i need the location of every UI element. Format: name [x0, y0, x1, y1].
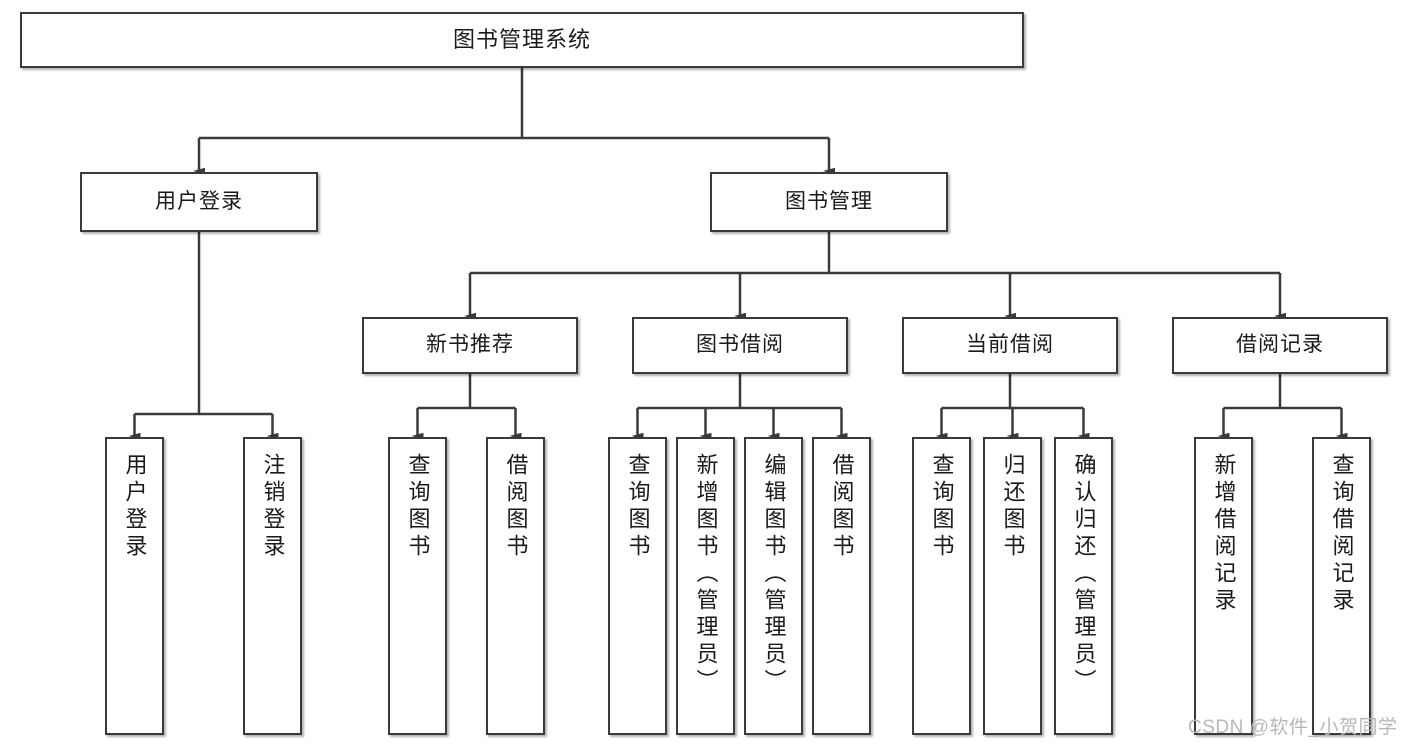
node-label: 编辑图书（管理员）	[761, 453, 787, 696]
node-label: 查询图书	[625, 453, 651, 561]
node-book-management[interactable]: 图书管理	[710, 172, 948, 232]
node-label: 借阅记录	[1236, 333, 1324, 357]
node-label: 图书借阅	[696, 333, 784, 357]
node-label: 图书管理	[785, 189, 873, 213]
node-leaf-borrow-book-1[interactable]: 借阅图书	[486, 437, 545, 735]
node-leaf-confirm-return-admin[interactable]: 确认归还（管理员）	[1054, 437, 1113, 735]
node-label: 查询图书	[929, 453, 955, 561]
node-user-login[interactable]: 用户登录	[80, 172, 318, 232]
node-label: 借阅图书	[503, 453, 529, 561]
node-label: 图书管理系统	[452, 27, 591, 53]
node-leaf-edit-book-admin[interactable]: 编辑图书（管理员）	[744, 437, 803, 735]
node-leaf-query-borrow-record[interactable]: 查询借阅记录	[1312, 437, 1371, 735]
node-leaf-query-book-3[interactable]: 查询图书	[912, 437, 971, 735]
node-borrow-record[interactable]: 借阅记录	[1172, 317, 1388, 374]
node-book-borrow[interactable]: 图书借阅	[632, 317, 848, 374]
node-leaf-query-book-1[interactable]: 查询图书	[388, 437, 447, 735]
node-label: 新增借阅记录	[1211, 453, 1237, 615]
node-leaf-user-login[interactable]: 用户登录	[105, 437, 164, 735]
node-label: 新书推荐	[426, 333, 514, 357]
node-label: 用户登录	[155, 189, 243, 213]
node-label: 查询借阅记录	[1329, 453, 1355, 615]
node-leaf-add-borrow-record[interactable]: 新增借阅记录	[1194, 437, 1253, 735]
node-label: 用户登录	[122, 453, 148, 561]
node-label: 确认归还（管理员）	[1071, 453, 1097, 696]
node-leaf-add-book-admin[interactable]: 新增图书（管理员）	[676, 437, 735, 735]
node-label: 新增图书（管理员）	[693, 453, 719, 696]
node-label: 归还图书	[1000, 453, 1026, 561]
watermark-csdn: CSDN @软件_小贺同学	[1188, 717, 1398, 738]
node-leaf-return-book[interactable]: 归还图书	[983, 437, 1042, 735]
node-leaf-borrow-book-2[interactable]: 借阅图书	[812, 437, 871, 735]
node-book-management-system[interactable]: 图书管理系统	[20, 12, 1024, 68]
node-leaf-user-logout[interactable]: 注销登录	[243, 437, 302, 735]
node-leaf-query-book-2[interactable]: 查询图书	[608, 437, 667, 735]
node-new-book-recommend[interactable]: 新书推荐	[362, 317, 578, 374]
node-label: 查询图书	[405, 453, 431, 561]
node-label: 借阅图书	[829, 453, 855, 561]
node-label: 注销登录	[260, 453, 286, 561]
node-current-borrow[interactable]: 当前借阅	[902, 317, 1118, 374]
node-label: 当前借阅	[966, 333, 1054, 357]
